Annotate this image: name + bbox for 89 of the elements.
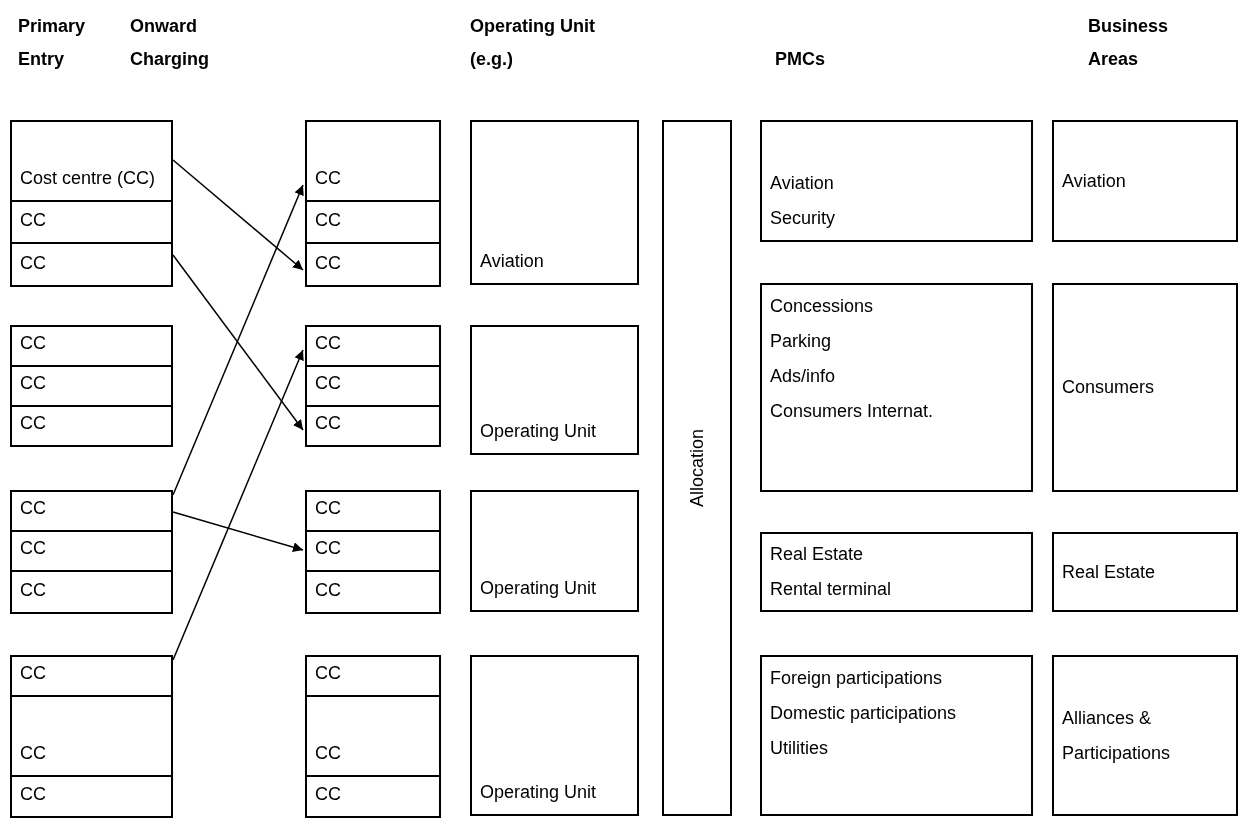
node-text: Aviation: [770, 172, 835, 195]
node-text: CC: [20, 209, 47, 232]
node-text: Alliances & Participations: [1062, 706, 1172, 765]
cost-centre-cell: [305, 200, 441, 244]
business-area-box: [1052, 283, 1238, 492]
cost-centre-cell: [305, 325, 441, 367]
node-text: CC: [20, 579, 47, 602]
pmc-box: [760, 532, 1033, 612]
node-text: CC: [315, 783, 342, 806]
arrow: [172, 254, 304, 431]
node-text: CC: [20, 372, 47, 395]
node-text: Consumers: [1062, 376, 1156, 399]
cost-centre-cell: [10, 695, 173, 777]
arrow: [172, 511, 304, 552]
node-text: CC: [315, 662, 342, 685]
arrow: [172, 159, 304, 271]
cost-centre-cell: [305, 490, 441, 532]
operating-unit-box: [470, 120, 639, 285]
cost-centre-cell: [10, 775, 173, 818]
node-text: Foreign participations: [770, 667, 944, 690]
node-text: Ads/info: [770, 365, 837, 388]
node-text: CC: [20, 662, 47, 685]
node-text: Operating Unit: [480, 781, 598, 804]
cost-centre-cell: [10, 242, 173, 287]
cost-centre-cell: [305, 775, 441, 818]
node-text: CC: [315, 497, 342, 520]
cost-centre-cell: [10, 405, 173, 447]
node-text: Real Estate: [1062, 560, 1157, 584]
node-text: Parking: [770, 330, 833, 353]
cost-centre-cell: [10, 570, 173, 614]
node-text: Consumers Internat.: [770, 400, 935, 423]
node-text: Concessions: [770, 295, 875, 318]
column-heading: Business Areas: [1088, 15, 1170, 71]
column-heading: PMCs: [775, 48, 826, 71]
node-text: Aviation: [1062, 169, 1127, 193]
business-area-box: [1052, 120, 1238, 242]
operating-unit-box: [470, 325, 639, 455]
operating-unit-box: [470, 490, 639, 612]
node-text: Utilities: [770, 737, 829, 760]
node-text: CC: [315, 209, 342, 232]
cost-centre-cell: [305, 655, 441, 697]
node-text: CC: [315, 579, 342, 602]
cost-centre-cell: [10, 655, 173, 697]
node-text: Operating Unit: [480, 420, 598, 443]
node-text: CC: [315, 372, 342, 395]
node-text: Aviation: [480, 250, 545, 273]
node-text: CC: [315, 537, 342, 560]
node-text: CC: [20, 412, 47, 435]
column-heading: Primary Entry: [18, 15, 87, 71]
node-text: Domestic participations: [770, 702, 958, 725]
node-text: CC: [315, 742, 342, 765]
pmc-box: [760, 283, 1033, 492]
node-text: Security: [770, 207, 837, 230]
node-text: Rental terminal: [770, 578, 893, 601]
node-text: CC: [315, 332, 342, 355]
cost-centre-cell: [10, 530, 173, 572]
operating-unit-box: [470, 655, 639, 816]
node-text: CC: [20, 252, 47, 275]
node-text: Allocation: [685, 429, 708, 507]
node-text: CC: [315, 167, 342, 190]
node-text: Real Estate: [770, 543, 865, 566]
node-text: CC: [20, 537, 47, 560]
cost-centre-cell: [305, 530, 441, 572]
cost-centre-cell: [10, 365, 173, 407]
node-text: Operating Unit: [480, 577, 598, 600]
node-text: Cost centre (CC): [20, 167, 157, 190]
cost-centre-cell: [305, 405, 441, 447]
cost-centre-cell: [305, 120, 441, 202]
column-heading: Operating Unit (e.g.): [470, 15, 595, 71]
cost-centre-cell: [10, 120, 173, 202]
node-text: CC: [20, 783, 47, 806]
column-heading: Onward Charging: [130, 15, 210, 71]
cost-centre-cell: [10, 200, 173, 244]
cost-centre-cell: [305, 242, 441, 287]
allocation-band: [662, 120, 732, 816]
node-text: CC: [20, 742, 47, 765]
node-text: CC: [315, 252, 342, 275]
cost-centre-cell: [10, 490, 173, 532]
cost-centre-cell: [305, 365, 441, 407]
cost-centre-cell: [305, 695, 441, 777]
cost-centre-cell: [305, 570, 441, 614]
cost-centre-cell: [10, 325, 173, 367]
node-text: CC: [20, 497, 47, 520]
node-text: CC: [20, 332, 47, 355]
business-area-box: [1052, 532, 1238, 612]
node-text: CC: [315, 412, 342, 435]
pmc-box: [760, 120, 1033, 242]
pmc-box: [760, 655, 1033, 816]
business-area-box: [1052, 655, 1238, 816]
